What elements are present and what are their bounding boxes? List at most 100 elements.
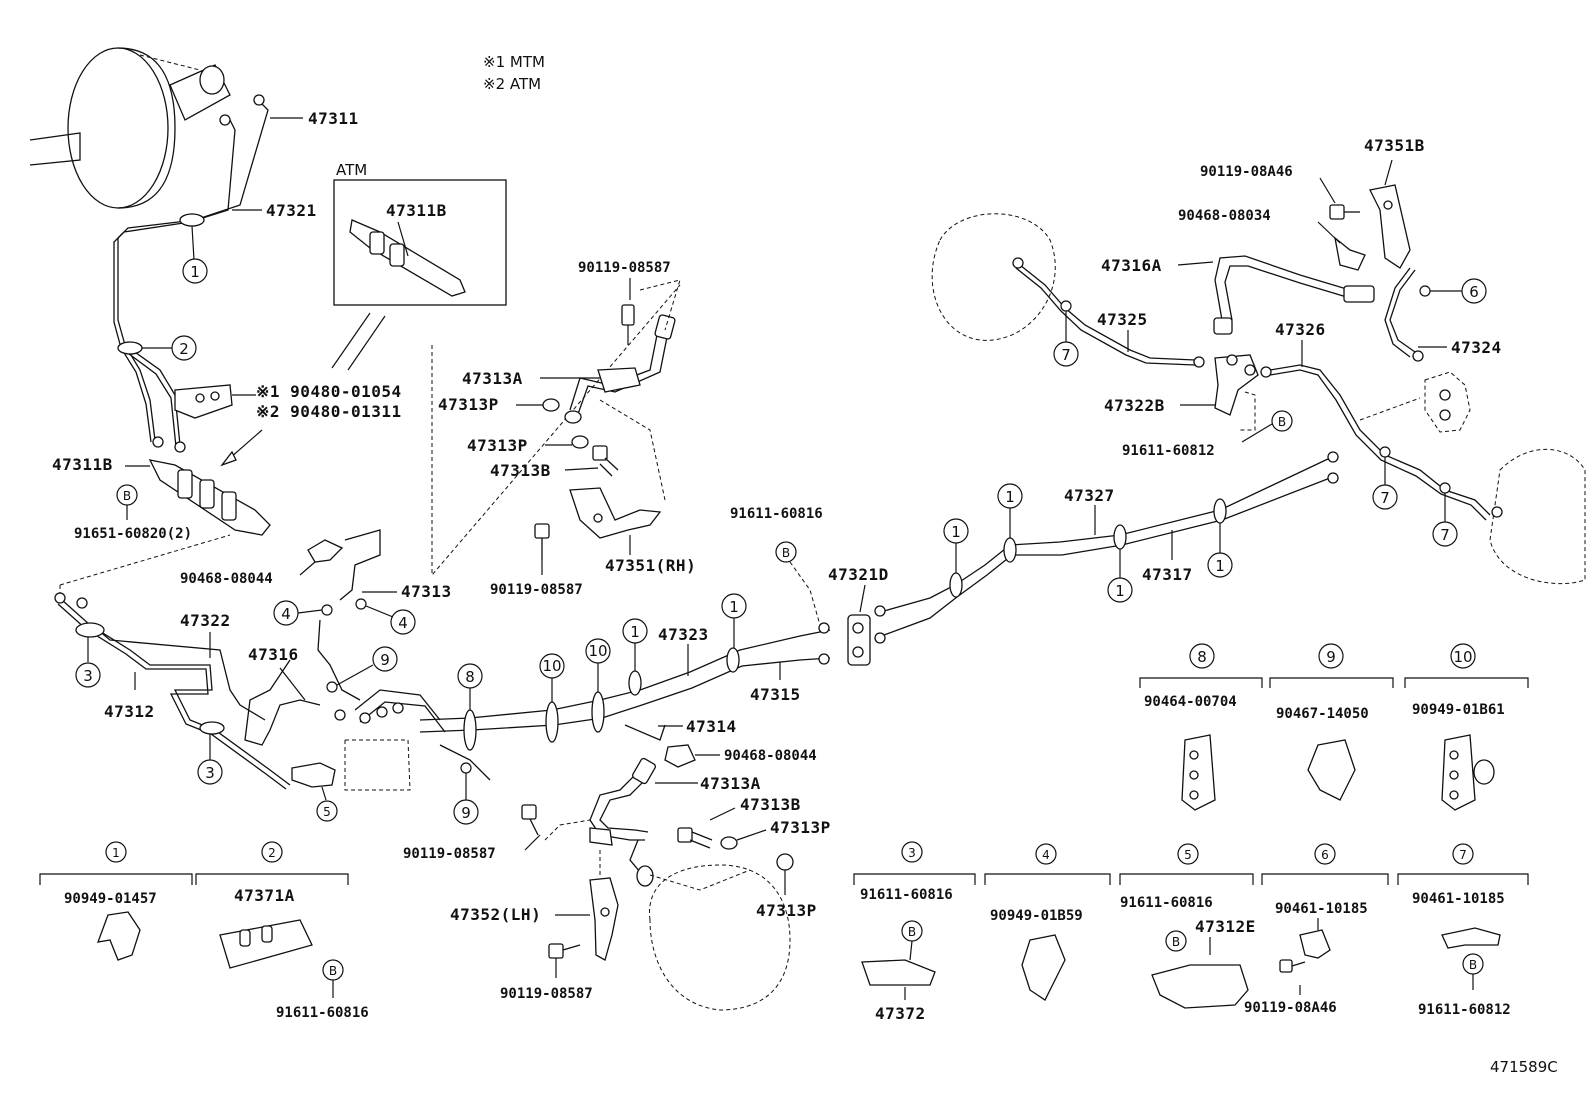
svg-text:7: 7 [1459, 848, 1467, 862]
marker-b-main: B [782, 546, 790, 560]
marker-9-a: 9 [380, 651, 390, 669]
svg-text:ATM: ATM [336, 161, 367, 179]
callout-47327: 47327 [1064, 486, 1115, 505]
svg-text:90461-10185: 90461-10185 [1275, 901, 1368, 917]
rear-lines-left-section [54, 592, 361, 790]
clip-90468-08044-a [307, 529, 381, 601]
svg-text:9: 9 [1326, 648, 1336, 666]
callout-47313p-c: 47313P [770, 818, 831, 837]
callout-47313p-b: 47313P [467, 436, 528, 455]
callout-47351-rh: 47351(RH) [605, 556, 696, 575]
svg-text:47371A: 47371A [234, 886, 295, 905]
svg-text:90949-01457: 90949-01457 [64, 891, 157, 907]
callout-90468-08044-a: 90468-08044 [180, 571, 273, 587]
marker-9-b: 9 [461, 804, 471, 822]
legend-item-7: 7 90461-10185 B 91611-60812 [1397, 843, 1529, 1018]
callout-47322: 47322 [180, 611, 231, 630]
bolt-90119-08587-c [521, 804, 539, 836]
svg-text:B: B [329, 964, 337, 978]
note-atm: ※2 ATM [483, 75, 541, 93]
svg-text:5: 5 [1184, 848, 1192, 862]
rear-drum-right-illustration [931, 213, 1586, 585]
callout-47313: 47313 [401, 582, 452, 601]
marker-1-h: 1 [1215, 557, 1225, 575]
callout-90119-08587-d: 90119-08587 [500, 986, 593, 1002]
svg-text:2: 2 [268, 846, 276, 860]
marker-7-c: 7 [1440, 526, 1450, 544]
bolt-47313b-lh [677, 827, 713, 849]
svg-text:90467-14050: 90467-14050 [1276, 706, 1369, 722]
callout-47313p-d: 47313P [756, 901, 817, 920]
callout-47326: 47326 [1275, 320, 1326, 339]
bolt-90119-08a46 [1329, 204, 1360, 220]
clip-90468-08034 [1334, 236, 1366, 271]
svg-text:6: 6 [1321, 848, 1329, 862]
callout-47316a: 47316A [1101, 256, 1162, 275]
callout-47321: 47321 [266, 201, 317, 220]
legend-item-2: 2 47371A B 91611-60816 [195, 841, 369, 1021]
svg-text:B: B [1469, 958, 1477, 972]
clip-90468-08044-b [664, 744, 696, 768]
legend-item-9: 9 90467-14050 [1269, 643, 1394, 801]
marker-3-b: 3 [205, 764, 215, 782]
callout-47313a-a: 47313A [462, 369, 523, 388]
marker-10-a: 10 [542, 657, 561, 675]
callout-47321d: 47321D [828, 565, 889, 584]
junction-block-47311b [148, 459, 271, 536]
callout-90119-08587-b: 90119-08587 [490, 582, 583, 598]
callout-47322b: 47322B [1104, 396, 1165, 415]
atm-inset-box: ATM 47311B [331, 161, 507, 371]
marker-1-e: 1 [951, 523, 961, 541]
marker-1-c: 1 [630, 623, 640, 641]
callout-47317: 47317 [1142, 565, 1193, 584]
bracket-90480 [174, 384, 233, 419]
joint-47321d [847, 614, 871, 666]
marker-7-b: 7 [1380, 489, 1390, 507]
marker-1-master: 1 [190, 263, 200, 281]
callout-91651-60820: 91651-60820(2) [74, 526, 192, 542]
marker-b-47322b: B [1278, 415, 1286, 429]
callout-90119-08587-c: 90119-08587 [403, 846, 496, 862]
callout-90480-01311: ※2 90480-01311 [256, 402, 402, 421]
bolt-47313b [592, 445, 619, 477]
marker-10-b: 10 [588, 642, 607, 660]
svg-text:90464-00704: 90464-00704 [1144, 694, 1237, 710]
clip-marker-5 [291, 762, 336, 788]
bracket-47351-rh [569, 487, 662, 539]
callout-47325: 47325 [1097, 310, 1148, 329]
bracket-47351b [1369, 184, 1411, 269]
callout-47351b: 47351B [1364, 136, 1425, 155]
svg-text:1: 1 [112, 846, 120, 860]
callout-90119-08a46-a: 90119-08A46 [1200, 164, 1293, 180]
diagram-id: 471589C [1490, 1058, 1558, 1076]
rear-flex-hose-rh [564, 304, 676, 424]
brake-booster-illustration [29, 47, 231, 209]
svg-text:91611-60816: 91611-60816 [276, 1005, 369, 1021]
legend-item-3: 3 91611-60816 B 47372 [853, 841, 976, 1023]
bracket-47352-lh [589, 850, 791, 1011]
marker-1-d: 1 [729, 598, 739, 616]
callout-47324: 47324 [1451, 338, 1502, 357]
svg-text:47372: 47372 [875, 1004, 926, 1023]
callout-91611-60812-a: 91611-60812 [1122, 443, 1215, 459]
svg-text:47312E: 47312E [1195, 917, 1256, 936]
main-rear-brake-lines [419, 451, 1339, 781]
marker-1-f: 1 [1005, 488, 1015, 506]
bolt-90119-08587-b [534, 523, 550, 560]
callout-47313a-b: 47313A [700, 774, 761, 793]
svg-text:B: B [1172, 935, 1180, 949]
svg-text:91611-60812: 91611-60812 [1418, 1002, 1511, 1018]
callout-47314: 47314 [686, 717, 737, 736]
svg-text:8: 8 [1197, 648, 1207, 666]
svg-text:90949-01B61: 90949-01B61 [1412, 702, 1505, 718]
callout-47315: 47315 [750, 685, 801, 704]
callout-47311b: 47311B [52, 455, 113, 474]
callout-47313p-a: 47313P [438, 395, 499, 414]
marker-8: 8 [465, 668, 475, 686]
marker-5: 5 [323, 805, 331, 819]
callout-90480-01054: ※1 90480-01054 [256, 382, 402, 401]
marker-3-a: 3 [83, 667, 93, 685]
callout-90468-08044-b: 90468-08044 [724, 748, 817, 764]
legend-item-8: 8 90464-00704 [1139, 643, 1263, 811]
